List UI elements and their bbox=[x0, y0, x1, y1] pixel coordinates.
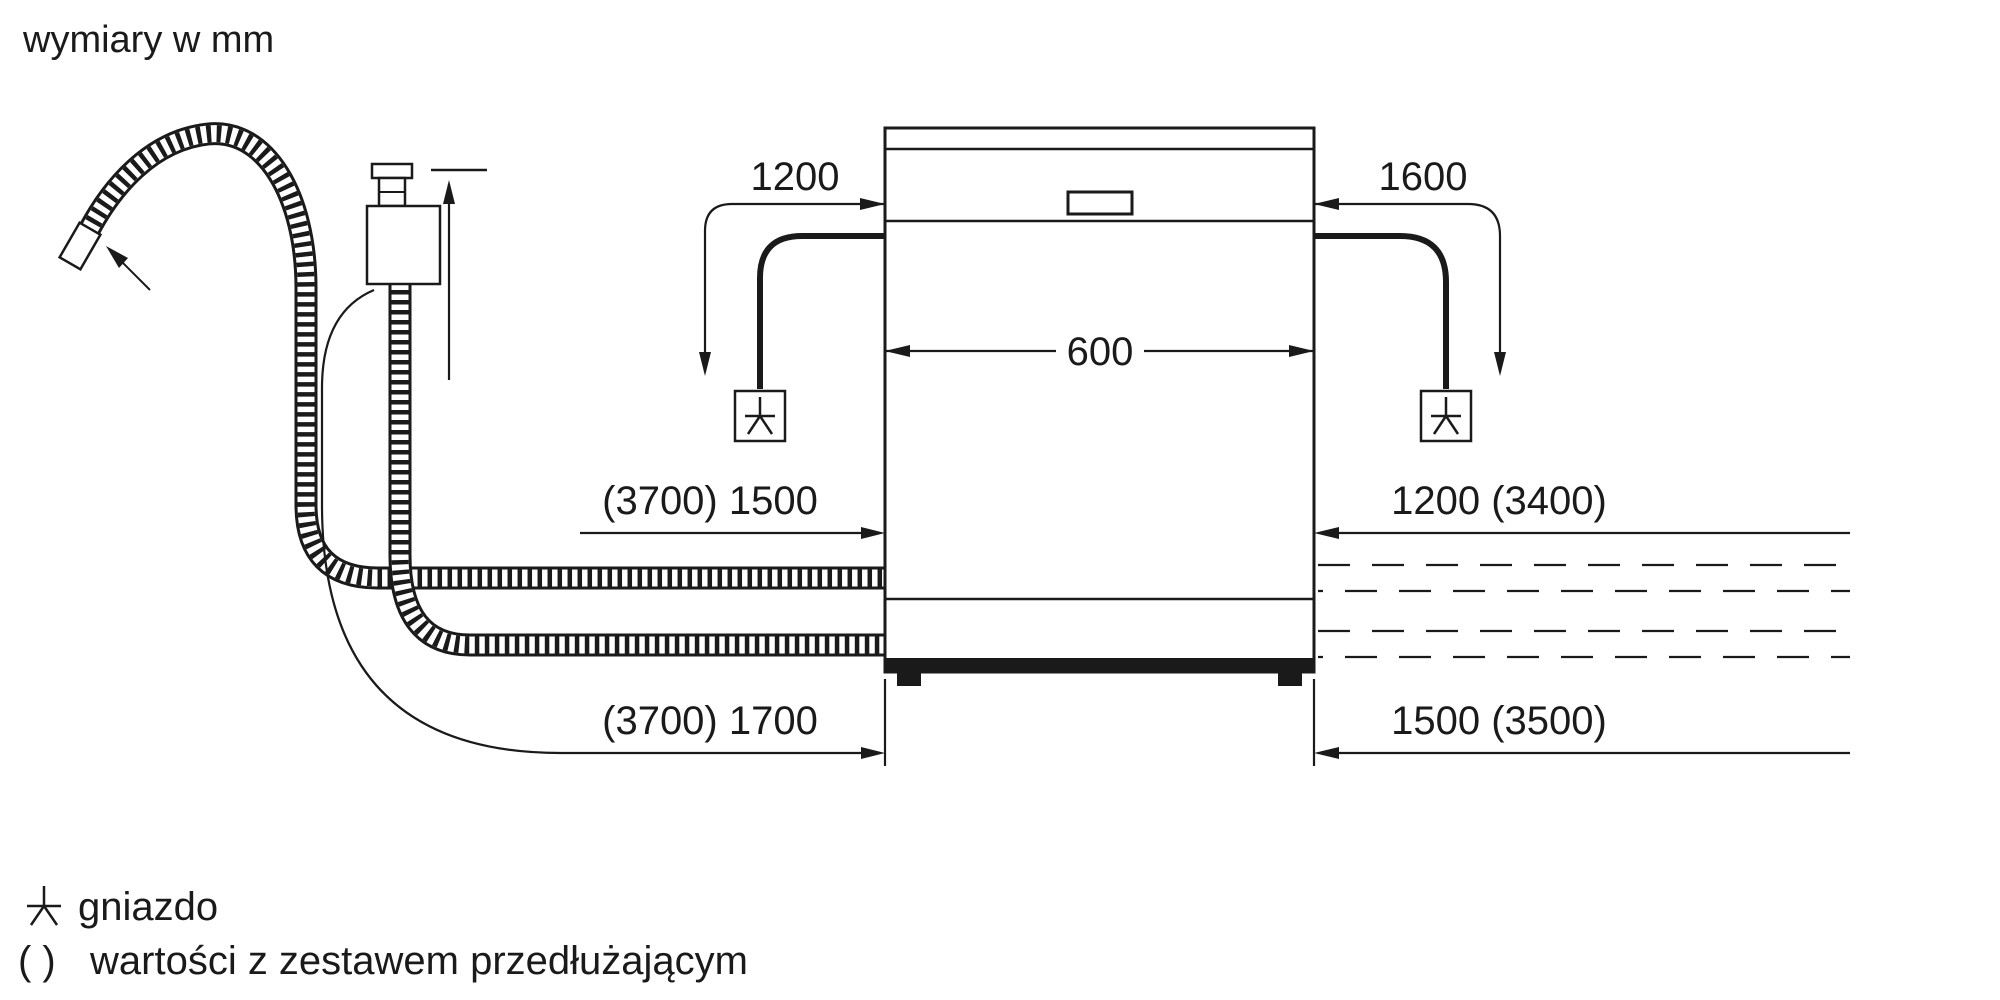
extension-hose-dashed-lines bbox=[1318, 563, 1850, 659]
power-cord bbox=[320, 288, 885, 759]
right-bottom-dimension: 1500 (3500) bbox=[1314, 699, 1850, 759]
supply-hose-dimension: (3700) 1500 bbox=[580, 479, 885, 539]
aquastop-valve bbox=[365, 162, 442, 286]
right-socket-cable bbox=[1314, 233, 1449, 389]
legend-parentheses-symbol: ( ) bbox=[18, 939, 56, 983]
power-cord-dimension-label: (3700) 1700 bbox=[602, 699, 818, 743]
right-mid-dimension-label: 1200 (3400) bbox=[1391, 479, 1607, 523]
drain-hose-cap bbox=[57, 220, 103, 272]
width-dimension-label: 600 bbox=[1067, 330, 1134, 374]
left-socket-dimension-label: 1200 bbox=[751, 155, 840, 199]
right-foot bbox=[1278, 672, 1302, 686]
right-bottom-dimension-label: 1500 (3500) bbox=[1391, 699, 1607, 743]
right-socket-dimension: 1600 bbox=[1314, 155, 1506, 376]
socket-icon bbox=[1419, 389, 1473, 443]
plinth-band bbox=[885, 658, 1314, 672]
page-title: wymiary w mm bbox=[22, 19, 274, 61]
left-socket-cable bbox=[757, 233, 885, 389]
right-mid-dimension: 1200 (3400) bbox=[1314, 479, 1850, 539]
door-handle bbox=[1066, 190, 1134, 216]
socket-icon bbox=[27, 886, 61, 926]
left-foot bbox=[897, 672, 921, 686]
drain-hose-pointer bbox=[106, 246, 151, 291]
width-dimension: 600 bbox=[885, 330, 1314, 374]
supply-hose-dimension-label: (3700) 1500 bbox=[602, 479, 818, 523]
legend-socket-label: gniazdo bbox=[78, 885, 218, 929]
right-socket-dimension-label: 1600 bbox=[1379, 155, 1468, 199]
height-reference-arrow bbox=[431, 168, 487, 380]
left-socket-dimension: 1200 bbox=[699, 155, 885, 376]
power-cord-dim-arrow-right bbox=[861, 747, 885, 759]
dishwasher-outline bbox=[883, 126, 1316, 686]
supply-hose bbox=[388, 240, 886, 657]
legend: gniazdo ( ) wartości z zestawem przedłuż… bbox=[18, 885, 748, 983]
socket-icon bbox=[733, 389, 787, 443]
legend-extension-label: wartości z zestawem przedłużającym bbox=[89, 939, 748, 983]
drain-hose bbox=[77, 122, 886, 590]
